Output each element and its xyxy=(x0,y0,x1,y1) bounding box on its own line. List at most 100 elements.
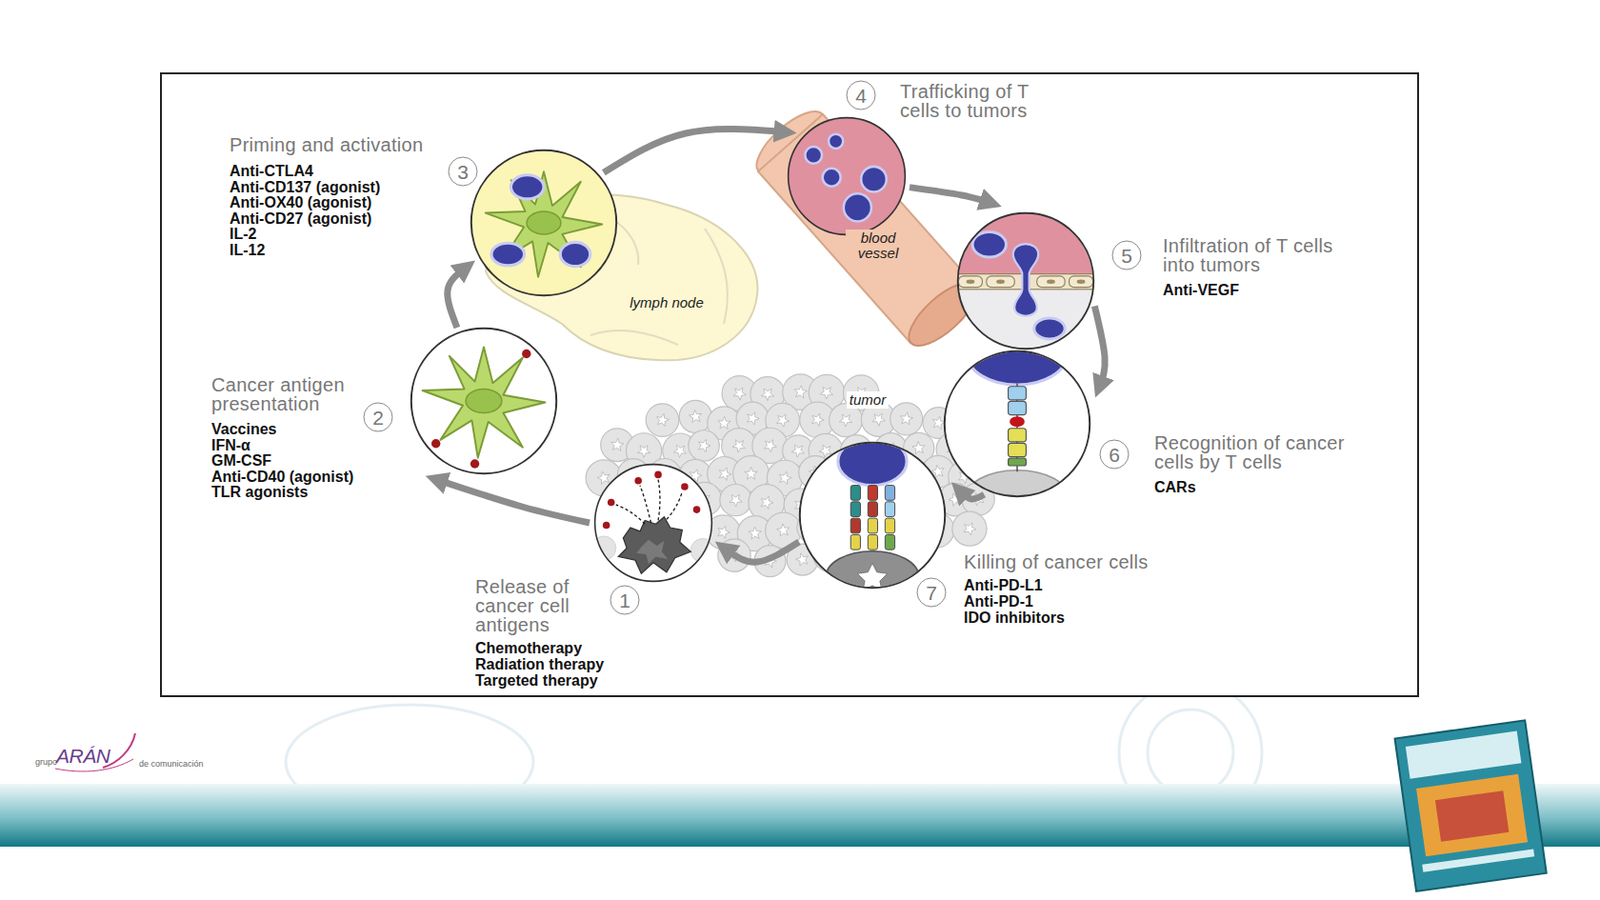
step-circle: 7Killing of cancer cellsAnti-PD-L1Anti-P… xyxy=(799,441,946,589)
recognition-illustration xyxy=(1009,416,1025,427)
recognition-illustration xyxy=(944,351,1090,497)
infiltration-illustration xyxy=(1069,276,1094,288)
recognition-illustration xyxy=(943,350,1091,498)
figure-frame xyxy=(160,73,1419,697)
antigen-release-illustration xyxy=(616,504,645,524)
antigen-release-illustration xyxy=(595,464,713,582)
tumor-cell xyxy=(679,400,712,433)
tumor-cell xyxy=(812,413,825,426)
killing-illustration xyxy=(850,518,860,534)
dendritic-cell-illustration xyxy=(431,349,532,469)
priming-illustration xyxy=(471,150,617,296)
step-circle: 3Priming and activationAnti-CTLA4Anti-CD… xyxy=(470,149,618,297)
infiltration-illustration xyxy=(972,232,1006,258)
tumor-cell xyxy=(829,403,863,438)
therapy-name: Targeted therapy xyxy=(475,672,604,689)
therapy-name: Anti-CD40 (agonist) xyxy=(211,469,354,486)
therapy-name: IL-12 xyxy=(229,242,380,260)
tumor-cell xyxy=(820,386,833,400)
step-number: 4 xyxy=(846,80,877,111)
tumor-cell xyxy=(637,445,650,459)
book-cover xyxy=(1421,848,1535,872)
priming-illustration xyxy=(560,241,590,266)
antigen-release-illustration xyxy=(693,505,701,514)
therapy-list: Anti-CTLA4Anti-CD137 (agonist)Anti-OX40 … xyxy=(229,163,380,259)
therapy-name: GM-CSF xyxy=(211,453,354,470)
antigen-release-illustration xyxy=(690,538,715,562)
step-number: 5 xyxy=(1112,240,1142,271)
tumor-cell xyxy=(791,444,804,458)
step-circle: 1Release of cancer cell antigensChemothe… xyxy=(594,463,713,582)
tumor-cell xyxy=(839,414,852,427)
tumor-cell xyxy=(720,483,752,516)
therapy-name: Chemotherapy xyxy=(475,640,604,657)
tumor-cell xyxy=(748,526,761,540)
tumor-cell xyxy=(900,412,913,425)
tumor-cell xyxy=(890,402,923,436)
step-circle: 2Cancer antigen presentationVaccinesIFN-… xyxy=(410,327,558,475)
killing-illustration xyxy=(838,437,907,485)
tumor-cell xyxy=(794,385,807,399)
step-heading: Cancer antigen presentation xyxy=(211,375,374,414)
step-number: 1 xyxy=(610,585,640,616)
recognition-illustration xyxy=(1008,442,1027,457)
therapy-list: VaccinesIFN-αGM-CSFAnti-CD40 (agonist)TL… xyxy=(211,421,354,501)
dendritic-cell-illustration xyxy=(411,328,557,474)
tumor-cell xyxy=(679,400,712,433)
killing-illustration xyxy=(850,534,860,550)
trafficking-illustration xyxy=(860,166,887,193)
step-circle: 4Trafficking of T cells to tumors xyxy=(787,117,906,236)
infiltration-illustration xyxy=(1013,243,1039,317)
logo-text: ARÁN xyxy=(56,744,110,768)
dendritic-cell-illustration xyxy=(465,388,502,413)
trafficking-illustration xyxy=(822,168,841,187)
book-cover xyxy=(1395,720,1547,892)
book-cover xyxy=(1395,720,1547,892)
therapy-name: IDO inhibitors xyxy=(963,609,1065,626)
tumor-cell xyxy=(872,413,885,426)
tumor-cell xyxy=(718,525,731,539)
tumor-cell xyxy=(777,523,790,537)
antigen-release-illustration xyxy=(595,464,713,582)
therapy-name: IL-2 xyxy=(229,226,380,243)
infiltration-illustration xyxy=(958,213,1095,350)
antigen-release-illustration xyxy=(607,499,616,507)
killing-illustration xyxy=(825,551,919,602)
region-label: tumor xyxy=(846,391,889,409)
tumor-cell xyxy=(698,439,711,452)
step-number: 6 xyxy=(1100,440,1130,470)
step-number: 3 xyxy=(448,157,479,187)
logo-text: grupo xyxy=(35,757,58,767)
trafficking-illustration xyxy=(788,118,906,236)
step-number: 7 xyxy=(917,578,947,608)
dendritic-cell-illustration xyxy=(431,439,440,448)
killing-illustration xyxy=(850,501,860,518)
trafficking-illustration xyxy=(788,118,906,236)
step-heading: Trafficking of T cells to tumors xyxy=(900,81,1043,120)
antigen-release-illustration xyxy=(618,517,691,574)
infiltration-illustration xyxy=(958,276,982,288)
priming-illustration xyxy=(491,175,591,267)
tumor-cell xyxy=(718,416,731,429)
cycle-arrow xyxy=(909,187,990,203)
tumor-cell xyxy=(932,416,945,429)
cycle-arrow xyxy=(438,480,590,523)
tumor-cell xyxy=(746,412,760,425)
recognition-illustration xyxy=(967,324,1067,385)
book-cover xyxy=(1416,774,1528,857)
therapy-name: Anti-VEGF xyxy=(1162,281,1240,299)
priming-illustration xyxy=(526,211,561,235)
tumor-cell xyxy=(645,403,680,438)
killing-illustration xyxy=(850,485,895,551)
tumor-cell xyxy=(657,413,670,426)
antigen-release-illustration xyxy=(640,485,651,523)
tumor-cell xyxy=(688,430,720,461)
killing-illustration xyxy=(867,534,878,550)
tumor-cell xyxy=(952,511,987,546)
antigen-release-illustration xyxy=(602,521,611,530)
antigen-release-illustration xyxy=(591,471,715,575)
killing-illustration xyxy=(825,437,919,602)
antigen-release-illustration xyxy=(654,471,662,480)
therapy-name: Anti-OX40 (agonist) xyxy=(229,195,380,212)
